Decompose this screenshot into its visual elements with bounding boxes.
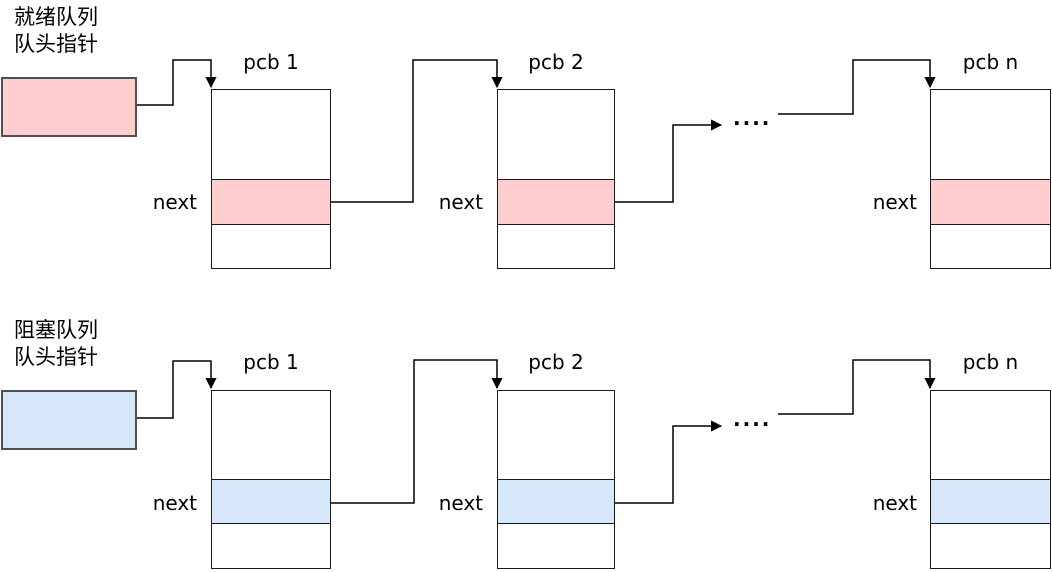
head-pointer-box-ready	[1, 77, 137, 137]
pcb-field-next	[212, 479, 330, 524]
pcb-field-top	[498, 391, 614, 479]
pcb-field-bottom	[931, 524, 1050, 568]
pcb-node	[211, 89, 331, 269]
pcb-field-bottom	[498, 225, 614, 268]
pcb-title: pcb 1	[243, 50, 299, 74]
next-label: next	[152, 190, 197, 214]
pcb-field-bottom	[498, 524, 614, 568]
next-label: next	[152, 491, 197, 515]
pcb-field-top	[212, 391, 330, 479]
wire-blocked-ellipsis-to-pcbn	[778, 359, 936, 415]
wire-ready-pointer-to-pcb1	[137, 59, 217, 106]
pcb-title: pcb n	[962, 350, 1019, 374]
wire-ready-pcb2-to-ellipsis	[615, 119, 723, 203]
queue-label-line1: 阻塞队列	[14, 318, 98, 342]
pcb-field-top	[931, 90, 1050, 179]
pcb-node	[930, 390, 1051, 569]
next-label: next	[438, 190, 483, 214]
pcb-title: pcb 1	[243, 350, 299, 374]
queue-label-line2: 队头指针	[14, 345, 98, 369]
pcb-field-bottom	[212, 524, 330, 568]
pcb-node	[211, 390, 331, 569]
next-label: next	[438, 491, 483, 515]
wire-blocked-pointer-to-pcb1	[137, 360, 217, 419]
wire-blocked-pcb2-to-ellipsis	[615, 420, 723, 504]
next-label: next	[872, 190, 917, 214]
queue-label-blocked: 阻塞队列 队头指针	[14, 317, 98, 371]
pcb-field-bottom	[931, 225, 1050, 268]
pcb-field-next	[498, 179, 614, 225]
wire-ready-ellipsis-to-pcbn	[778, 59, 936, 115]
pcb-node	[497, 390, 615, 569]
pcb-field-next	[498, 479, 614, 524]
queue-label-line2: 队头指针	[14, 32, 98, 56]
pcb-field-next	[212, 179, 330, 225]
queue-label-ready: 就绪队列 队头指针	[14, 4, 98, 58]
pcb-node	[930, 89, 1051, 269]
pcb-field-top	[498, 90, 614, 179]
pcb-field-top	[212, 90, 330, 179]
ellipsis-dots: ....	[733, 106, 772, 130]
pcb-field-bottom	[212, 225, 330, 268]
ellipsis-dots: ....	[733, 407, 772, 431]
next-label: next	[872, 491, 917, 515]
wire-blocked-pcb1-to-pcb2	[331, 359, 503, 504]
pcb-field-top	[931, 391, 1050, 479]
pcb-title: pcb 2	[528, 50, 584, 74]
queue-label-line1: 就绪队列	[14, 5, 98, 29]
pcb-field-next	[931, 179, 1050, 225]
pcb-title: pcb 2	[528, 350, 584, 374]
head-pointer-box-blocked	[1, 390, 137, 450]
pcb-node	[497, 89, 615, 269]
pcb-field-next	[931, 479, 1050, 524]
pcb-title: pcb n	[962, 50, 1019, 74]
wire-ready-pcb1-to-pcb2	[331, 59, 503, 203]
